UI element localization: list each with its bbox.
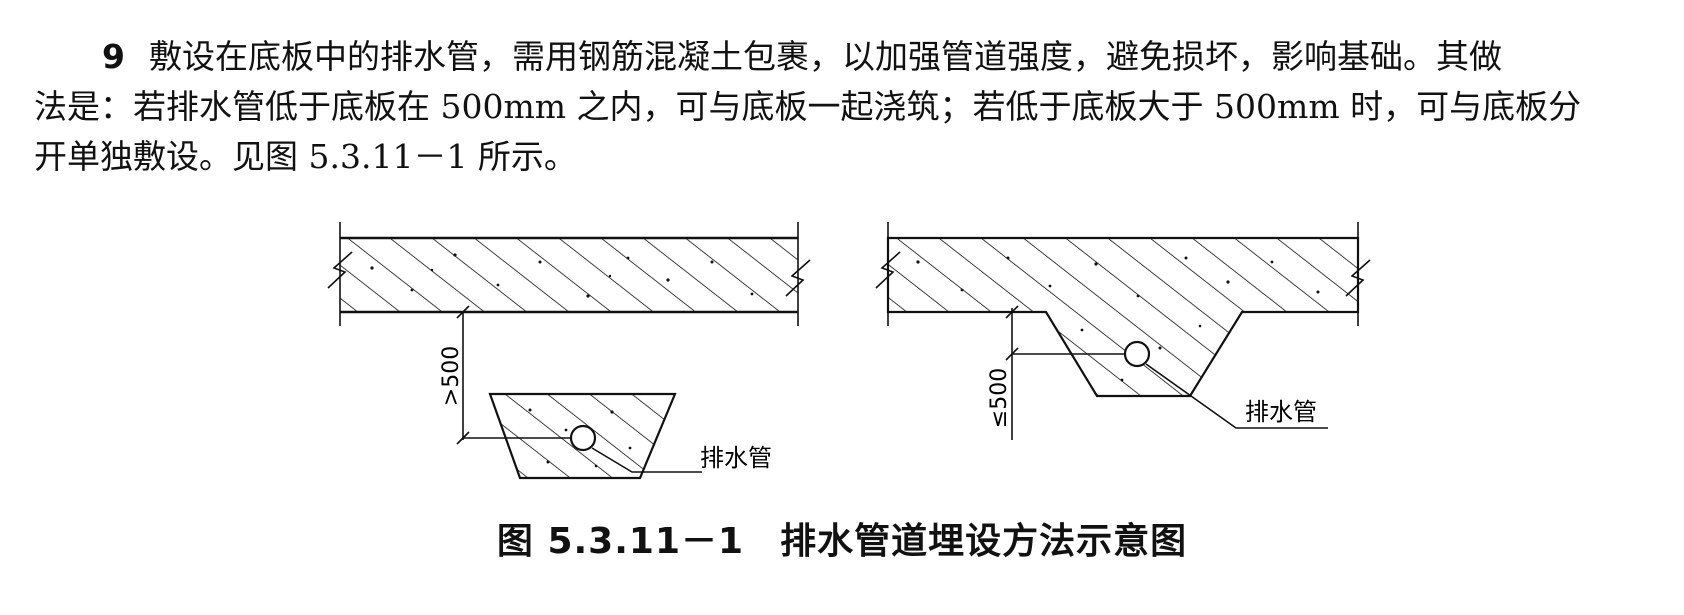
paragraph-line-3: 开单独敷设。见图 5.3.11－1 所示。 xyxy=(34,137,577,176)
left-pipe-leader xyxy=(591,447,702,473)
paragraph-line-2: 法是：若排水管低于底板在 500mm 之内，可与底板一起浇筑；若低于底板大于 5… xyxy=(34,87,1582,126)
item-number: 9 xyxy=(102,37,125,76)
left-floor-slab xyxy=(327,222,811,326)
left-dimension-label: >500 xyxy=(439,346,464,406)
figure-number: 图 5.3.11－1 xyxy=(496,521,745,562)
right-pipe-label: 排水管 xyxy=(1245,398,1317,426)
right-floor-slab xyxy=(875,222,1371,398)
paragraph-line-1: 9 敷设在底板中的排水管，需用钢筋混凝土包裹，以加强管道强度，避免损坏，影响基础。… xyxy=(34,32,1664,82)
figure-title: 排水管道埋设方法示意图 xyxy=(780,521,1188,562)
paragraph: 9 敷设在底板中的排水管，需用钢筋混凝土包裹，以加强管道强度，避免损坏，影响基础。… xyxy=(34,32,1664,182)
left-dimension xyxy=(456,305,572,445)
figure-caption: 图 5.3.11－1 排水管道埋设方法示意图 xyxy=(0,512,1684,564)
right-dimension-label: ≤500 xyxy=(987,368,1012,428)
left-pipe-label: 排水管 xyxy=(700,444,772,472)
left-drain-pipe xyxy=(569,424,597,452)
right-dimension xyxy=(1005,305,1125,440)
paragraph-text-1: 敷设在底板中的排水管，需用钢筋混凝土包裹，以加强管道强度，避免损坏，影响基础。其… xyxy=(148,37,1502,76)
right-drain-pipe xyxy=(1123,340,1151,368)
right-pipe-leader xyxy=(1145,363,1328,429)
